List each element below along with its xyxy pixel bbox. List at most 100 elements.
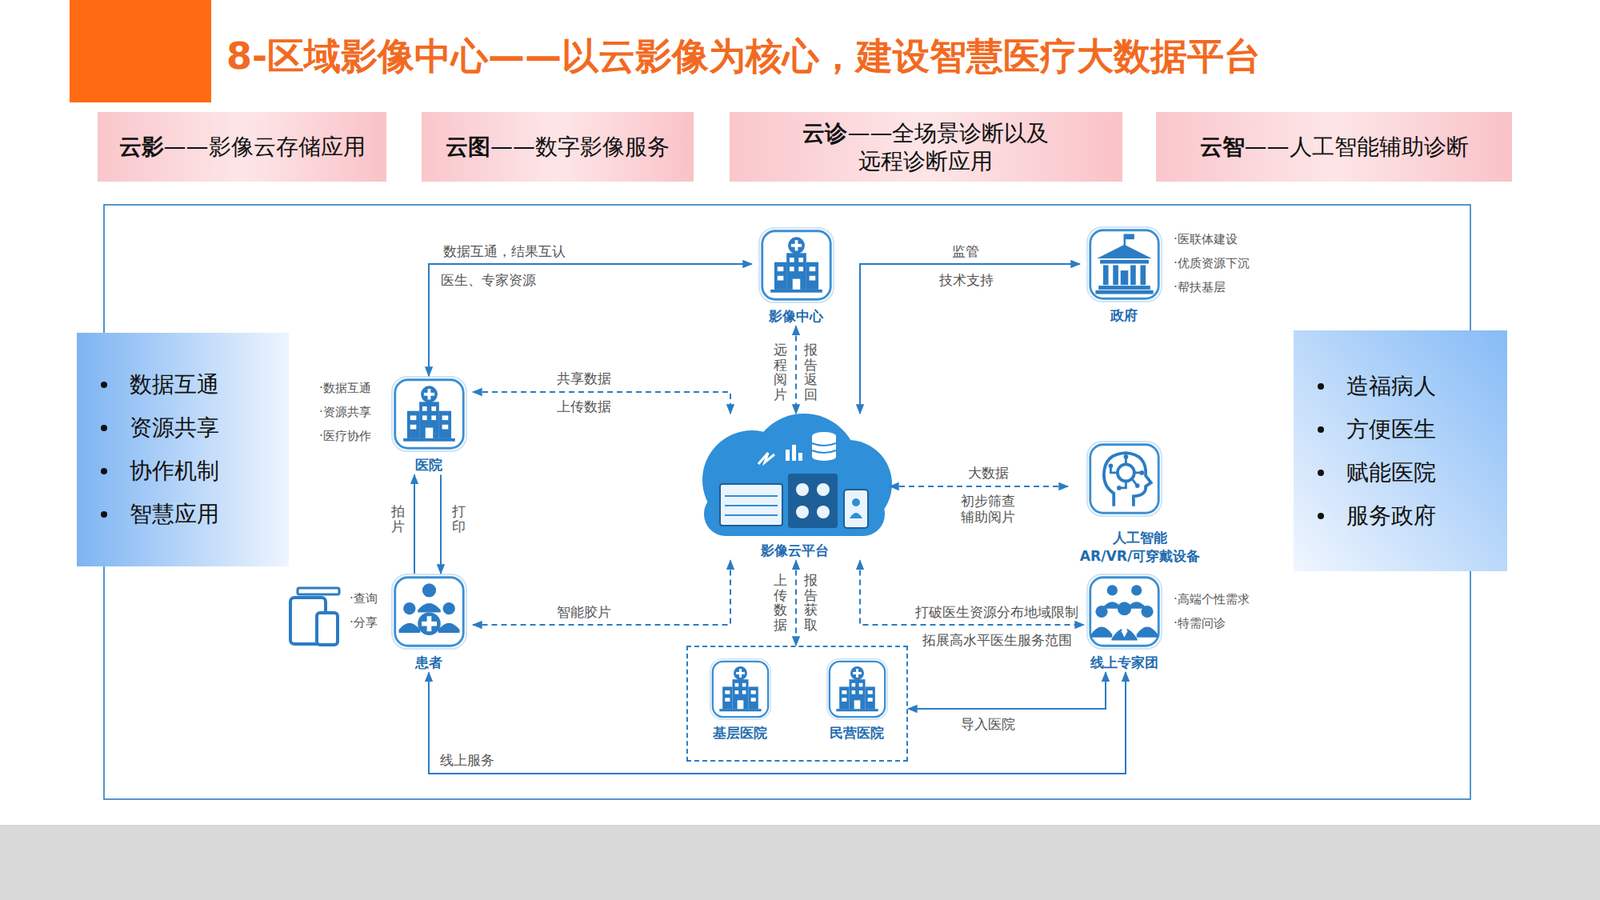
cloud-illustration: [720, 484, 783, 526]
mobile-devices-icon: [290, 588, 340, 645]
header-keyword: 云智: [1200, 133, 1245, 160]
note-text: ·高端个性需求: [1173, 592, 1250, 607]
bullet-row: 造福病人: [1317, 371, 1484, 402]
icon-primary-hospital: [710, 659, 771, 720]
edge-note: 技术支持: [939, 272, 994, 288]
note-text: ·查询: [349, 591, 378, 606]
edge-label: 线上服务: [440, 752, 495, 768]
header-banner: 云诊——全场景诊断以及 远程诊断应用: [729, 112, 1123, 182]
header-line: 云诊——全场景诊断以及 远程诊断应用: [796, 119, 1056, 176]
edge-label: 共享数据: [556, 370, 612, 387]
connector: [795, 326, 797, 414]
node-label: AR/VR/可穿戴设备: [1068, 547, 1212, 566]
cloud-illustration: [798, 452, 803, 461]
icon-ai: [1104, 452, 1152, 507]
bullet-text: 协作机制: [129, 456, 220, 487]
cloud-illustration: [816, 505, 830, 519]
cloud-illustration: [796, 505, 809, 519]
connector: [860, 264, 1080, 414]
connector: [428, 264, 752, 376]
edge-note: 上传数据: [556, 398, 612, 415]
cloud-illustration: [792, 444, 796, 461]
icon-ai: [1087, 441, 1162, 516]
icon-private-hospital: [827, 659, 888, 720]
cloud-illustration: [785, 449, 790, 461]
header-banner: 云影——影像云存储应用: [97, 112, 387, 182]
cloud-illustration: [724, 496, 778, 516]
node-label: 基层医院: [696, 724, 784, 744]
bullet-dot: [100, 424, 108, 432]
cloud-illustration: [796, 483, 830, 519]
mobile-devices-icon: [316, 612, 338, 645]
cloud-illustration: [724, 504, 778, 507]
header-line: 云影——影像云存储应用: [119, 132, 366, 161]
title-accent-square: [69, 0, 212, 103]
icon-hospital: [392, 376, 467, 452]
icon-node: 患者: [384, 573, 473, 673]
cloud-illustration: [796, 483, 809, 496]
node-label: 影像中心: [752, 308, 840, 327]
header-text: ——人工智能辅助诊断: [1244, 133, 1469, 160]
bullet-text: 服务政府: [1346, 500, 1436, 532]
bullet-row: 方便医生: [1317, 414, 1484, 445]
edge-note: 医生、专家资源: [440, 272, 536, 288]
node-label: 线上专家团: [1084, 654, 1164, 672]
header-banner: 云图——数字影像服务: [421, 112, 694, 182]
icon-node: 民营医院: [812, 658, 901, 744]
cloud-illustration: [812, 443, 836, 446]
bullet-row: 协作机制: [100, 456, 265, 487]
note-text: ·数据互通: [319, 380, 372, 396]
node-label: 政府: [1080, 307, 1168, 326]
edge-label: 上传数据: [773, 572, 788, 633]
edge-note: 拓展高水平医生服务范围: [922, 632, 1072, 648]
note-text: ·特需问诊: [1173, 616, 1226, 631]
icon-government: [1087, 227, 1162, 302]
cloud-illustration: [849, 512, 863, 519]
bullet-text: 资源共享: [129, 412, 220, 444]
summary-panel: 造福病人方便医生赋能医院服务政府: [1293, 330, 1508, 572]
icon-hospital: [403, 385, 456, 441]
note-text: ·医联体建设: [1173, 232, 1238, 247]
bullet-dot: [1317, 512, 1324, 520]
note-text: ·分享: [349, 615, 378, 630]
connector: [889, 485, 1068, 488]
icon-patient: [399, 583, 460, 636]
icon-government: [1095, 234, 1153, 295]
connector: [908, 672, 1106, 709]
edge-label: 大数据: [968, 464, 1009, 481]
icon-expert-team: [1087, 574, 1162, 649]
edge-label: 数据互通，结果互认: [443, 243, 566, 260]
icon-private-hospital: [827, 659, 888, 720]
bullet-text: 智慧应用: [129, 499, 220, 530]
slide-title: 8-区域影像中心——以云影像为核心，建设智慧医疗大数据平台: [226, 32, 1261, 82]
bullet-row: 数据互通: [100, 369, 265, 400]
icon-primary-hospital: [710, 659, 771, 720]
note-text: ·帮扶基层: [1173, 280, 1226, 295]
icon-node: 影像云平台: [699, 413, 890, 560]
bullet-text: 造福病人: [1346, 371, 1436, 402]
edge-note: 报告返回: [804, 342, 818, 403]
edge-label: 智能胶片: [556, 604, 612, 620]
cloud-illustration: [812, 443, 836, 453]
header-keyword: 云影: [119, 133, 164, 160]
icon-patient: [392, 574, 467, 649]
icon-government: [1087, 227, 1162, 302]
bullet-row: 智慧应用: [100, 499, 265, 530]
edge-note: 报告获取: [804, 572, 818, 633]
note-text: ·优质资源下沉: [1173, 256, 1250, 271]
icon-imaging-center: [759, 228, 834, 303]
header-banner: 云智——人工智能辅助诊断: [1156, 112, 1512, 182]
edge-label: 监管: [952, 243, 980, 260]
icon-private-hospital: [836, 666, 878, 712]
icon-node: 医院: [384, 376, 473, 476]
header-text: ——数字影像服务: [490, 133, 670, 160]
cloud-illustration: [758, 452, 775, 464]
cloud-illustration: [785, 444, 803, 461]
header-line: 云智——人工智能辅助诊断: [1200, 132, 1469, 161]
connector: [860, 560, 1084, 625]
right-panel-ground: [1293, 330, 1508, 572]
left-panel-ground: [76, 332, 289, 567]
edge-label: 远程阅片: [773, 342, 788, 403]
cloud-illustration: [812, 452, 836, 461]
